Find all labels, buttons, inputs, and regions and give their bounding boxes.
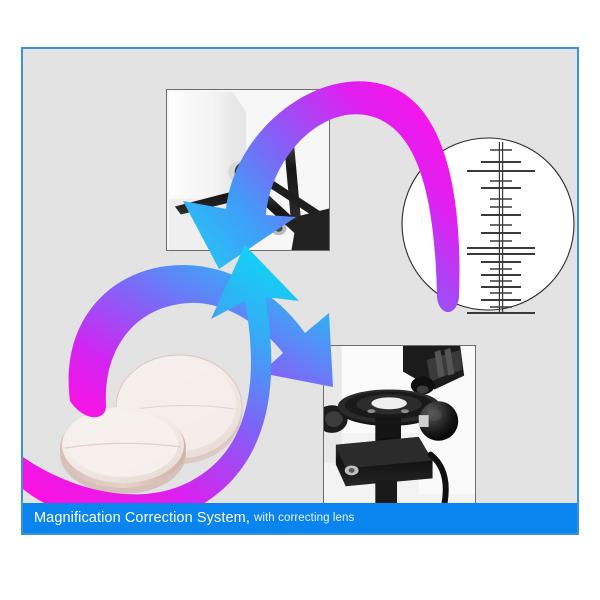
microscope-stage-detail-photo — [323, 345, 476, 505]
caption-main-text: Magnification Correction System, — [34, 510, 250, 526]
microscope-arm-photo-art — [167, 90, 329, 250]
reticle-circle — [401, 137, 575, 311]
microscope-stage-photo-art — [324, 346, 475, 504]
lens-disc-front — [60, 407, 186, 494]
product-info-panel: Magnification Correction System, with co… — [21, 47, 579, 535]
reticle-tick-group — [467, 149, 535, 315]
microscope-arm-detail-photo — [166, 89, 330, 251]
correcting-lens-discs — [51, 349, 266, 497]
reticle-art — [401, 137, 575, 315]
caption-bar: Magnification Correction System, with co… — [23, 503, 577, 533]
lens-discs-art — [60, 354, 243, 494]
caption-sub-text: with correcting lens — [253, 512, 355, 524]
eyepiece-reticle-view — [400, 130, 576, 318]
